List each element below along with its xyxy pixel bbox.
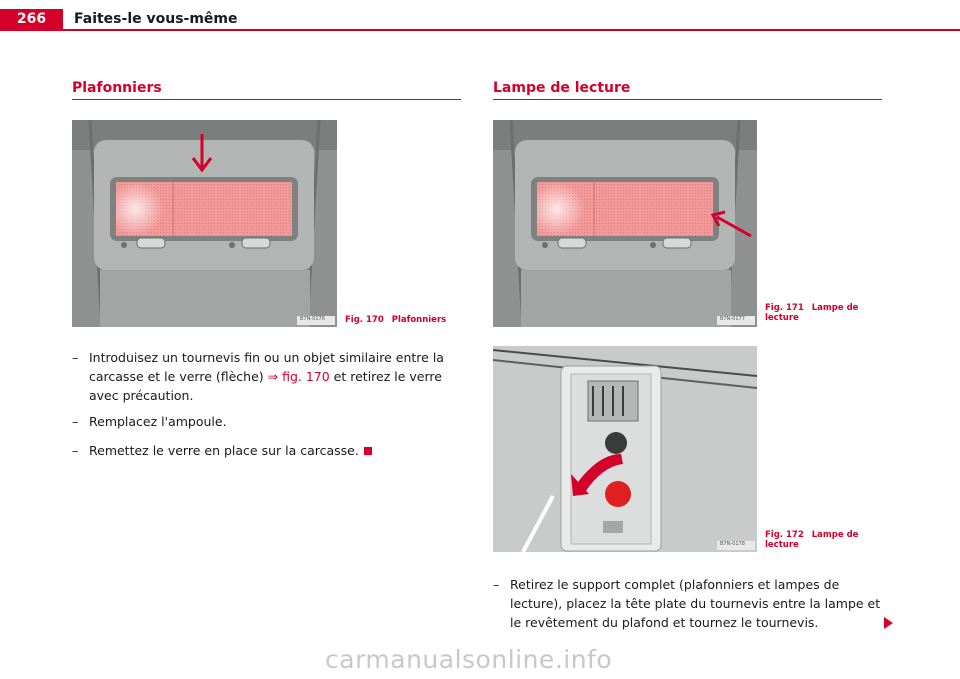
chapter-title: Faites-le vous-même: [74, 11, 238, 27]
header-rule: [0, 29, 960, 31]
figure-code: B7N-0177: [720, 316, 745, 322]
section-title-plafonniers: Plafonniers: [72, 80, 162, 96]
figure-172-image: B7N-0178: [493, 346, 757, 552]
step-1: – Introduisez un tournevis fin ou un obj…: [72, 350, 444, 403]
figure-170-link[interactable]: ⇒ fig. 170: [267, 369, 330, 384]
end-of-section-mark: [363, 447, 372, 455]
figure-code: B7N-0176: [300, 316, 325, 322]
figure-171-image: B7N-0177: [493, 120, 757, 327]
continued-arrow-icon: [884, 617, 893, 629]
section-rule: [72, 99, 461, 100]
figure-code: B7N-0178: [720, 541, 745, 547]
section-rule: [493, 99, 882, 100]
step-2: – Remplacez l'ampoule.: [72, 414, 227, 429]
page-number: 266: [0, 9, 63, 29]
step-3: – Remettez le verre en place sur la carc…: [72, 441, 452, 460]
figure-170-image: B7N-0176: [72, 120, 337, 327]
step-right-1: – Retirez le support complet (plafonnier…: [493, 577, 881, 630]
watermark: carmanualsonline.info: [325, 645, 613, 674]
section-title-lampe-de-lecture: Lampe de lecture: [493, 80, 631, 96]
